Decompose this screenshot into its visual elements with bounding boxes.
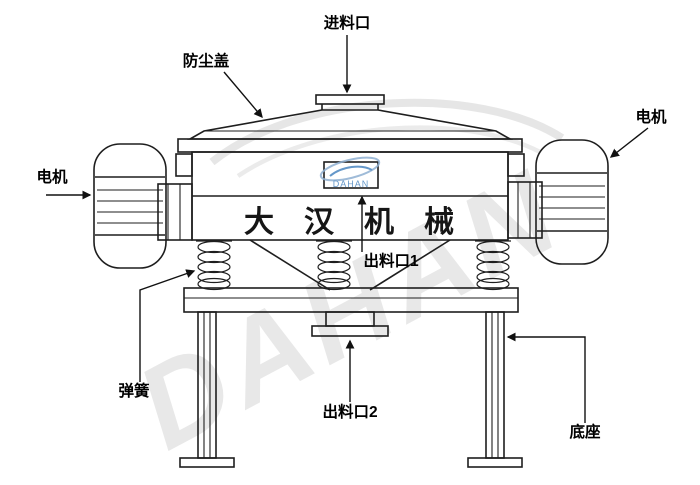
motor-bracket-right	[507, 181, 543, 239]
brand-logo-underline	[329, 165, 373, 177]
label-spring: 弹簧	[118, 381, 150, 400]
outlet2-flange	[311, 325, 389, 337]
label-feed-inlet: 进料口	[324, 13, 371, 32]
motor-left-body	[93, 143, 167, 269]
machine-drawing	[93, 94, 609, 468]
label-motor-left: 电机	[36, 167, 68, 186]
funnel-right-edge	[369, 239, 451, 291]
leg-right	[485, 311, 505, 459]
feed-inlet-flange	[315, 94, 385, 105]
clamp-right	[507, 153, 525, 177]
machine-name: 大汉机械	[244, 205, 484, 240]
leader-dust-cover	[223, 71, 263, 119]
leader-lines	[46, 35, 649, 423]
watermark-swoosh-large	[209, 98, 565, 166]
spring-left	[196, 240, 232, 291]
leader-spring	[139, 269, 196, 382]
outlet1-port	[323, 161, 379, 189]
brand-logo: DAHAN	[319, 156, 381, 189]
brand-logo-text: DAHAN	[333, 179, 370, 189]
foot-left	[179, 457, 235, 468]
spring-middle	[316, 240, 352, 291]
funnel-left-edge	[249, 239, 331, 291]
leader-motor-right	[609, 127, 649, 158]
label-outlet1: 出料口1	[363, 251, 419, 270]
foot-right	[467, 457, 523, 468]
leader-base	[506, 332, 586, 423]
motor-bracket-left	[157, 183, 193, 241]
motor-right-body	[535, 139, 609, 265]
brand-logo-swoosh	[319, 156, 381, 182]
label-base: 底座	[569, 422, 601, 441]
spring-right	[475, 240, 511, 291]
labels: 进料口 防尘盖 电机 电机 出料口1 弹簧 出料口2 底座	[36, 13, 667, 441]
label-motor-right: 电机	[635, 107, 667, 126]
clamp-left	[175, 153, 193, 177]
label-outlet2: 出料口2	[322, 402, 377, 421]
label-dust-cover: 防尘盖	[183, 51, 230, 70]
watermark-text: DAHAN	[117, 144, 582, 475]
